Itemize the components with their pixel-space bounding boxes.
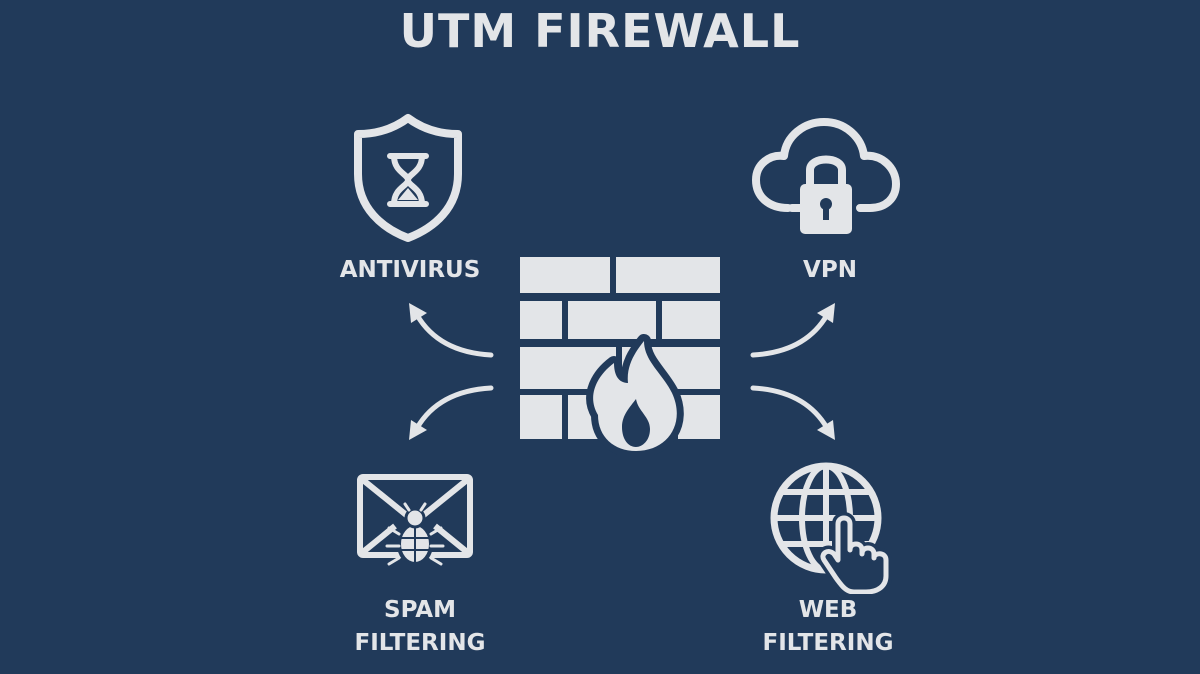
arrow-to-spam bbox=[409, 385, 494, 440]
vpn-label: VPN bbox=[803, 257, 857, 283]
spam-label-line2: FILTERING bbox=[354, 630, 486, 656]
cloud-lock-icon bbox=[748, 112, 904, 242]
brick-wall-fire-icon bbox=[518, 255, 728, 455]
web-filtering-label: WEB FILTERING bbox=[738, 594, 918, 660]
diagram-title: UTM FIREWALL bbox=[399, 4, 801, 58]
web-label-line2: FILTERING bbox=[762, 630, 894, 656]
antivirus-label: ANTIVIRUS bbox=[339, 257, 481, 283]
arrow-to-web bbox=[750, 385, 835, 440]
arrow-to-antivirus bbox=[409, 303, 494, 358]
spam-filtering-label: SPAM FILTERING bbox=[330, 594, 510, 660]
envelope-bug-icon bbox=[355, 472, 475, 570]
globe-pointer-icon bbox=[768, 458, 896, 594]
web-label-line1: WEB bbox=[798, 597, 858, 623]
spam-label-line1: SPAM bbox=[384, 597, 456, 623]
arrow-to-vpn bbox=[750, 303, 835, 358]
shield-hourglass-icon bbox=[350, 112, 466, 242]
